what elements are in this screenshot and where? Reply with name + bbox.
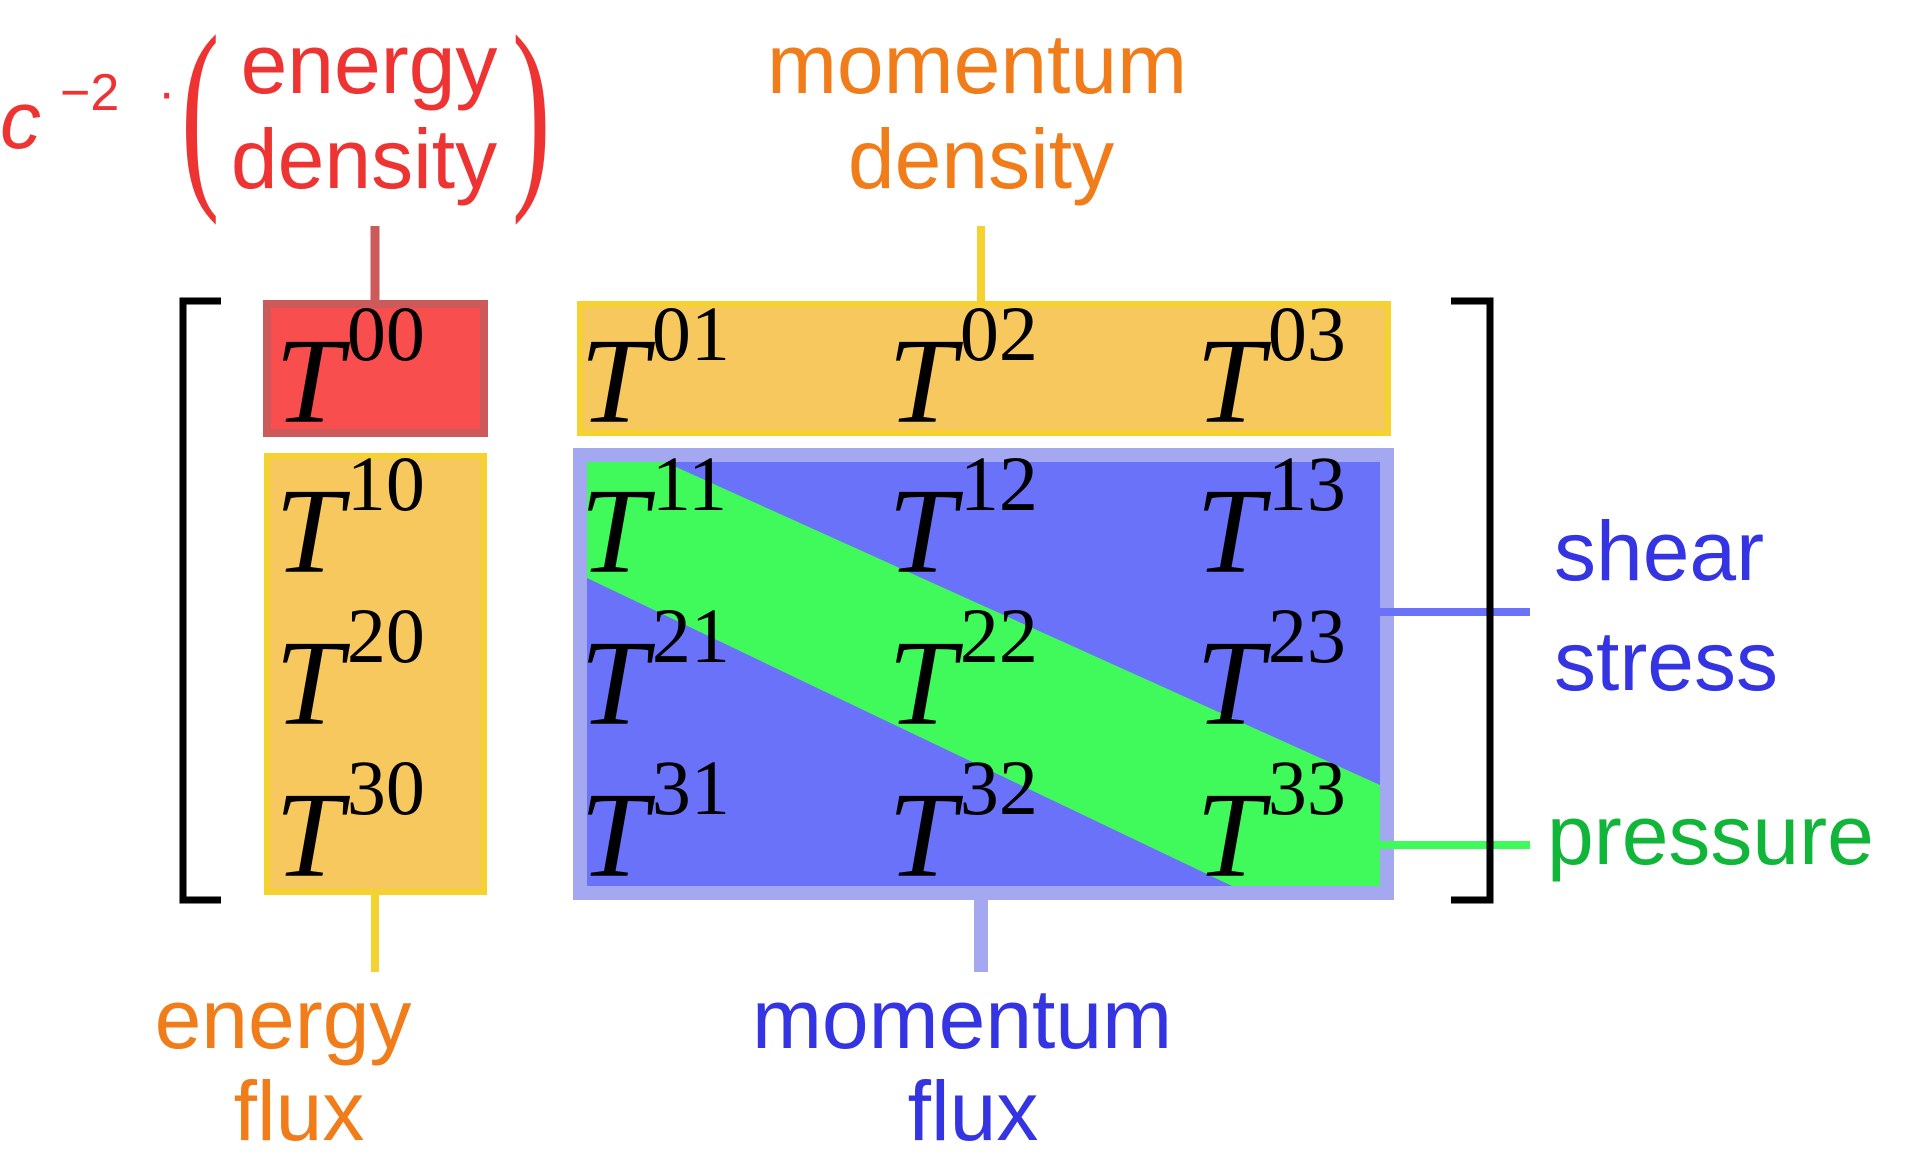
tensor-component-30: T30 xyxy=(275,744,425,903)
energy-density-region xyxy=(263,300,488,437)
tensor-component-12: T12 xyxy=(888,440,1038,599)
tensor-symbol: T xyxy=(1196,616,1272,751)
tensor-symbol: T xyxy=(888,464,964,599)
shear-stress-line2: stress xyxy=(1554,614,1778,708)
tensor-index: 03 xyxy=(1268,290,1346,377)
tensor-index: 21 xyxy=(652,592,730,679)
tensor-component-01: T01 xyxy=(580,290,730,449)
tensor-index: 33 xyxy=(1268,744,1346,831)
left-bracket xyxy=(179,297,221,904)
energy-flux-line2: flux xyxy=(234,1064,365,1158)
energy-density-label: c −2 · ( ) energy density xyxy=(0,0,550,226)
tensor-component-00: T00 xyxy=(275,290,425,449)
momentum-flux-line2: flux xyxy=(908,1064,1039,1158)
energy-density-line1: energy xyxy=(241,17,498,111)
tensor-symbol: T xyxy=(580,616,656,751)
tensor-index: 00 xyxy=(347,290,425,377)
momentum-density-line2: density xyxy=(848,112,1114,206)
tensor-symbol: T xyxy=(275,768,351,903)
pressure-label: pressure xyxy=(1547,788,1874,882)
tensor-symbol: T xyxy=(580,464,656,599)
tensor-index: 10 xyxy=(347,440,425,527)
momentum-flux-line1: momentum xyxy=(752,972,1172,1066)
close-paren: ) xyxy=(512,0,550,226)
energy-density-line2: density xyxy=(231,112,497,206)
tensor-component-02: T02 xyxy=(888,290,1038,449)
tensor-index: 22 xyxy=(960,592,1038,679)
tensor-component-13: T13 xyxy=(1196,440,1346,599)
energy-flux-region xyxy=(264,453,487,895)
tensor-component-32: T32 xyxy=(888,744,1038,903)
c-symbol: c xyxy=(0,75,41,166)
pressure-diagonal-band xyxy=(587,462,1380,886)
tensor-symbol: T xyxy=(275,314,351,449)
tensor-symbol: T xyxy=(275,616,351,751)
open-paren: ( xyxy=(181,0,219,226)
tensor-component-23: T23 xyxy=(1196,592,1346,751)
tensor-symbol: T xyxy=(1196,768,1272,903)
tensor-component-20: T20 xyxy=(275,592,425,751)
tensor-index: 01 xyxy=(652,290,730,377)
tensor-index: 12 xyxy=(960,440,1038,527)
tensor-symbol: T xyxy=(1196,314,1272,449)
tensor-symbol: T xyxy=(275,464,351,599)
tensor-index: 23 xyxy=(1268,592,1346,679)
tensor-index: 13 xyxy=(1268,440,1346,527)
shear-stress-line1: shear xyxy=(1554,504,1764,598)
momentum-density-region xyxy=(577,301,1391,436)
tensor-index: 31 xyxy=(652,744,730,831)
tensor-component-21: T21 xyxy=(580,592,730,751)
energy-flux-label: energy flux xyxy=(155,972,412,1158)
tensor-index: 11 xyxy=(652,440,727,527)
tensor-component-22: T22 xyxy=(888,592,1038,751)
tensor-symbol: T xyxy=(580,314,656,449)
tensor-symbol: T xyxy=(888,314,964,449)
momentum-density-line1: momentum xyxy=(767,17,1187,111)
energy-flux-line1: energy xyxy=(155,972,412,1066)
tensor-component-11: T11 xyxy=(580,440,727,599)
tensor-component-33: T33 xyxy=(1196,744,1346,903)
tensor-component-03: T03 xyxy=(1196,290,1346,449)
c-exponent: −2 xyxy=(60,64,119,122)
momentum-flux-label: momentum flux xyxy=(752,972,1172,1158)
tensor-symbol: T xyxy=(580,768,656,903)
tensor-component-31: T31 xyxy=(580,744,730,903)
tensor-component-10: T10 xyxy=(275,440,425,599)
tensor-index: 30 xyxy=(347,744,425,831)
tensor-index: 02 xyxy=(960,290,1038,377)
tensor-index: 32 xyxy=(960,744,1038,831)
tensor-symbol: T xyxy=(888,768,964,903)
momentum-density-label: momentum density xyxy=(767,17,1187,206)
multiply-dot: · xyxy=(158,64,175,122)
tensor-index: 20 xyxy=(347,592,425,679)
tensor-symbol: T xyxy=(888,616,964,751)
right-bracket xyxy=(1451,297,1494,904)
tensor-symbol: T xyxy=(1196,464,1272,599)
shear-stress-label: shear stress xyxy=(1554,504,1778,708)
